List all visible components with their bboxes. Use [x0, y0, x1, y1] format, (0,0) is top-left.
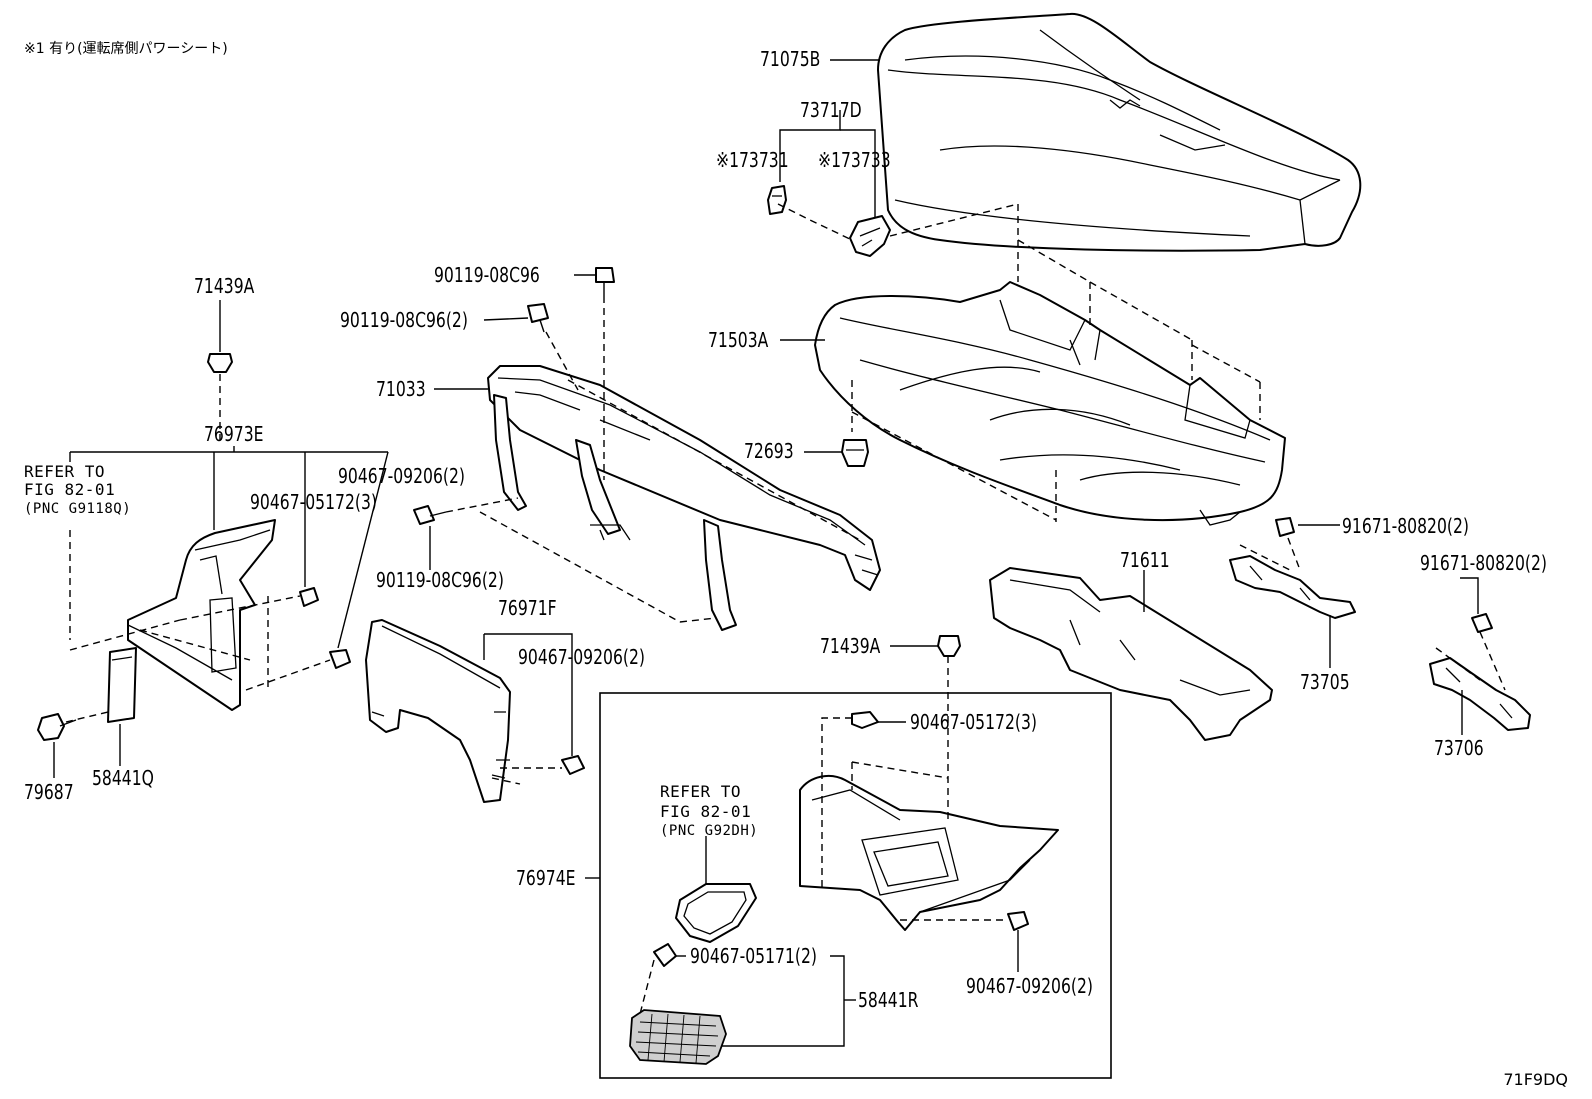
clip-90467-05172-right — [851, 711, 879, 729]
label-71611: 71611 — [1120, 548, 1170, 572]
label-71075B: 71075B — [760, 47, 821, 71]
clip-73731 — [767, 185, 787, 215]
assembly-dashed-lines — [65, 203, 1506, 1015]
clip-90467-09206-right — [1007, 911, 1029, 931]
refer-g9118q-line3: (PNC G9118Q) — [24, 501, 132, 517]
pad-58441Q — [107, 647, 137, 723]
label-73717D: 73717D — [800, 98, 862, 122]
side-trim-76973E — [127, 519, 276, 711]
label-90467-09206-right: 90467-09206(2) — [966, 974, 1093, 998]
footnote: ※1 有り(運転席側パワーシート) — [24, 41, 228, 57]
label-72693: 72693 — [744, 439, 794, 463]
label-91671-b: 91671-80820(2) — [1420, 551, 1547, 575]
grommet-72693 — [841, 439, 869, 467]
label-71503A: 71503A — [708, 328, 769, 352]
clip-71439A-left — [207, 300, 233, 373]
gasket-refer-g92dh — [675, 883, 757, 943]
label-90467-05172-left: 90467-05172(3) — [250, 490, 377, 514]
refer-g92dh-line2: FIG 82-01 — [660, 802, 752, 821]
clip-90467-09206-left — [329, 649, 351, 669]
bolt-90119-2a — [527, 303, 549, 333]
inset-frame — [599, 692, 1112, 1079]
label-76974E: 76974E — [516, 866, 576, 890]
label-73706: 73706 — [1434, 736, 1484, 760]
clip-90467-05171 — [653, 943, 677, 967]
trim-panel-76971F — [365, 619, 511, 803]
clip-90467-05172-left — [299, 587, 319, 607]
refer-g9118q-line2: FIG 82-01 — [24, 480, 116, 499]
label-76971F: 76971F — [498, 596, 557, 620]
label-90119-top: 90119-08C96 — [434, 263, 540, 287]
refer-g92dh-line1: REFER TO — [660, 782, 742, 801]
clip-90467-09206-mid — [561, 755, 585, 775]
label-90119-2a: 90119-08C96(2) — [340, 308, 468, 332]
label-90467-09206-mid: 90467-09206(2) — [518, 645, 645, 669]
seat-cushion-cover-71075B — [877, 12, 1362, 252]
bolt-91671-b — [1471, 613, 1493, 633]
grille-58441R — [629, 1009, 727, 1065]
label-58441R: 58441R — [858, 988, 919, 1012]
diagram-code: 71F9DQ — [1503, 1070, 1568, 1089]
label-91671-a: 91671-80820(2) — [1342, 514, 1469, 538]
clip-73733 — [849, 215, 891, 257]
label-71439A-right: 71439A — [820, 634, 881, 658]
seat-cushion-pad-71503A — [814, 281, 1286, 526]
clip-71439A-right — [937, 635, 961, 657]
seat-frame-71033 — [487, 365, 881, 631]
fastener-79687 — [37, 713, 77, 741]
label-76973E: 76973E — [204, 422, 264, 446]
bracket-73705 — [1229, 555, 1356, 619]
label-71033: 71033 — [376, 377, 426, 401]
label-90119-2b: 90119-08C96(2) — [376, 568, 504, 592]
bolt-90119-2b — [413, 505, 447, 525]
label-58441Q: 58441Q — [92, 766, 154, 790]
refer-g9118q-line1: REFER TO — [24, 462, 106, 481]
leader-lines — [53, 59, 1479, 1047]
label-73705: 73705 — [1300, 670, 1350, 694]
label-73733: ※173733 — [818, 148, 891, 172]
label-90467-09206-left: 90467-09206(2) — [338, 464, 465, 488]
label-90467-05171: 90467-05171(2) — [690, 944, 817, 968]
label-71439A-left: 71439A — [194, 274, 255, 298]
label-73731: ※173731 — [716, 148, 789, 172]
label-90467-05172-right: 90467-05172(3) — [910, 710, 1037, 734]
bolt-91671-a — [1275, 517, 1295, 537]
side-trim-76974E — [799, 774, 1059, 931]
bolt-90119-top — [595, 267, 615, 296]
refer-g92dh-line3: (PNC G92DH) — [660, 823, 759, 839]
label-79687: 79687 — [24, 780, 74, 804]
pad-71611 — [989, 567, 1273, 741]
bracket-73706 — [1429, 657, 1531, 731]
